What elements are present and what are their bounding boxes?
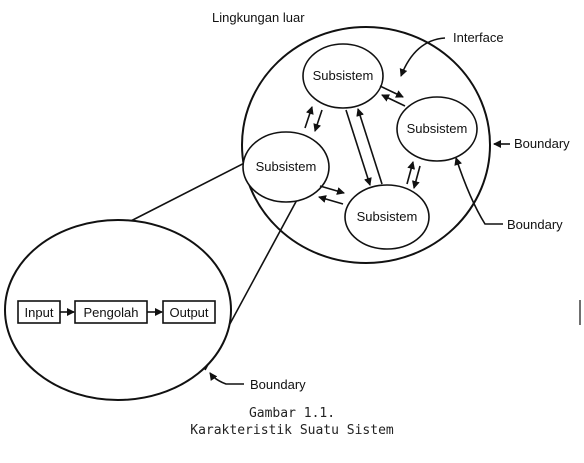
boundary-label-zoom: Boundary	[250, 377, 306, 392]
interface-arrow	[356, 108, 383, 185]
subsystem-left	[242, 131, 330, 203]
interface-arrow	[345, 109, 372, 186]
interface-arrow	[318, 195, 344, 205]
output-label: Output	[169, 305, 208, 320]
boundary-pointer-subsystem	[454, 157, 503, 225]
interface-arrows	[304, 85, 421, 205]
subsystem-bottom-label: Subsistem	[357, 209, 418, 224]
boundary-pointer-zoom	[209, 372, 244, 385]
input-label: Input	[25, 305, 54, 320]
interface-label: Interface	[453, 30, 504, 45]
figure-number: Gambar 1.1.	[248, 406, 336, 421]
subsystem-right-label: Subsistem	[407, 121, 468, 136]
subsystem-left-label: Subsistem	[256, 159, 317, 174]
output-box	[162, 300, 216, 324]
interface-arrow	[313, 109, 323, 132]
boundary-label-subsystem: Boundary	[507, 217, 563, 232]
interface-arrow	[406, 161, 416, 185]
subsystem-right	[396, 96, 478, 162]
subsystem-top-label: Subsistem	[313, 68, 374, 83]
boundary-label-outer: Boundary	[514, 136, 570, 151]
interface-arrow	[381, 94, 406, 107]
interface-arrow	[379, 85, 404, 98]
pengolah-label: Pengolah	[84, 305, 139, 320]
subsystem-top	[302, 43, 384, 109]
subsystem-bottom	[344, 184, 430, 250]
interface-arrow	[411, 165, 421, 189]
system-boundary	[241, 26, 491, 264]
interface-arrow	[304, 106, 314, 129]
figure-title: Karakteristik Suatu Sistem	[190, 423, 394, 438]
interface-arrow	[319, 185, 345, 195]
environment-label: Lingkungan luar	[212, 10, 305, 25]
interface-pointer	[399, 37, 446, 77]
